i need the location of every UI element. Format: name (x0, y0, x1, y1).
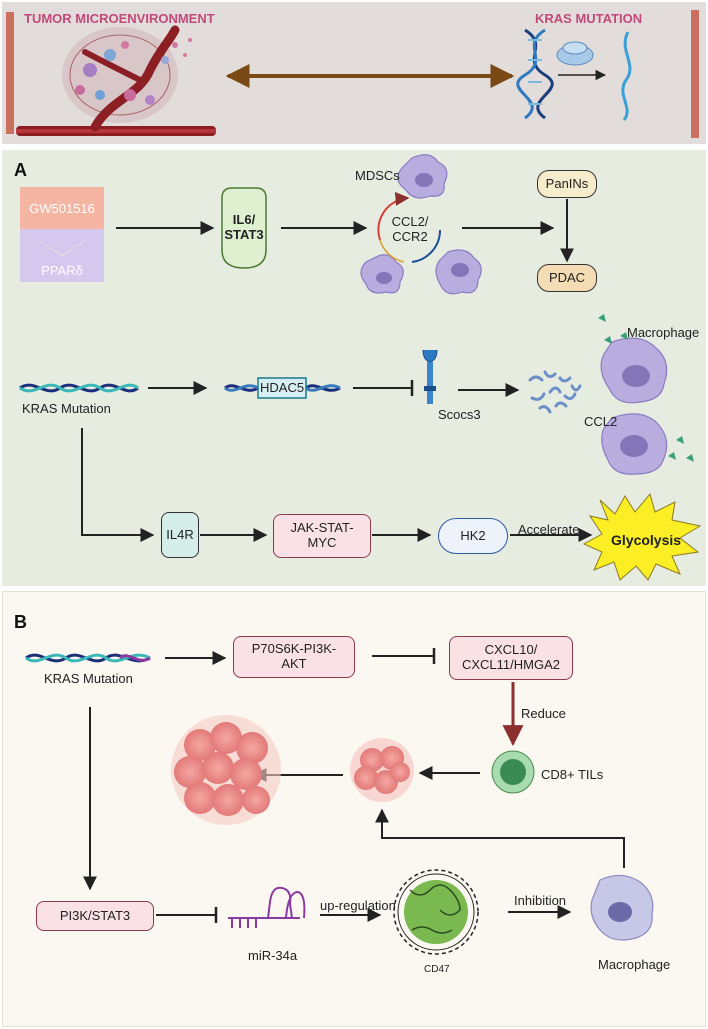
socs3-label: Scocs3 (438, 407, 481, 422)
macrophage-b-cell (590, 874, 654, 941)
kras-mutation-b-label: KRAS Mutation (44, 671, 133, 686)
rna-icon (621, 31, 632, 121)
glycolysis-label: Glycolysis (611, 532, 682, 548)
kras-mutation-title: KRAS MUTATION (535, 11, 643, 26)
jak-stat-myc-box: JAK-STAT- MYC (273, 514, 371, 558)
hk2-box: HK2 (438, 518, 508, 554)
cd8-label: CD8+ TILs (541, 767, 604, 782)
p70s6k-box: P70S6K-PI3K- AKT (233, 636, 355, 678)
hdac5-dna (224, 377, 341, 399)
il6-stat3-label: IL6/ STAT3 (224, 212, 264, 242)
kras-dna-b (25, 653, 151, 663)
mdsc-cell (435, 249, 482, 295)
macrophage-cell (600, 337, 668, 404)
reduce-label: Reduce (521, 706, 566, 721)
gw501516-label: GW501516 (29, 200, 95, 216)
panel-a-letter: A (14, 160, 27, 180)
pdac-box: PDAC (537, 264, 597, 292)
dna-icon (516, 28, 554, 120)
cxcl-box: CXCL10/ CXCL11/HMGA2 (449, 636, 573, 680)
il4r-box: IL4R (161, 512, 199, 558)
upregulation-label: up-regulation (320, 898, 396, 913)
small-tumor (350, 738, 414, 802)
cd47-cell (393, 869, 479, 955)
mdsc-cell (397, 154, 448, 199)
panel-b-letter: B (14, 612, 27, 632)
ribosome-icon (556, 41, 594, 66)
tumor-microenvironment-title: TUMOR MICROENVIRONMENT (24, 11, 215, 26)
macrophage-a-label: Macrophage (627, 325, 700, 340)
glycolysis-burst (582, 492, 702, 581)
hdac5-label: HDAC5 (260, 380, 305, 395)
cycle-arrow-red (377, 191, 410, 241)
cycle-arrow-blue (411, 229, 442, 263)
macrophage-b-label: Macrophage (598, 957, 671, 972)
inhibition-label: Inhibition (514, 893, 567, 908)
mdsc-cell (360, 254, 404, 294)
ppard-label: PPARδ (41, 262, 83, 278)
mdscs-label: MDSCs (355, 168, 400, 183)
large-tumor (171, 715, 281, 825)
pi3k-stat3-box: PI3K/STAT3 (36, 901, 154, 931)
ppard-shape (20, 229, 104, 282)
ccl2-a-label: CCL2 (584, 414, 618, 429)
ccl2-particles (598, 314, 694, 462)
cd47-label: CD47 (424, 964, 450, 975)
mir34a-label: miR-34a (248, 948, 298, 963)
tumor-illustration (16, 25, 216, 136)
macrophage-cell (601, 413, 668, 475)
socs3-receptor (422, 349, 438, 404)
accelerate-label: Accelerate (518, 522, 580, 537)
kras-dna-a (19, 383, 139, 393)
cd8-cell (491, 750, 535, 794)
il6-stat3-shape (221, 187, 267, 269)
panins-box: PanINs (537, 170, 597, 198)
right-bar (691, 10, 699, 138)
left-bar (6, 12, 14, 134)
mirna-icon (228, 886, 306, 928)
kras-mutation-a-label: KRAS Mutation (22, 401, 111, 416)
ccl2-ccr2-label: CCL2/ CCR2 (391, 214, 429, 244)
gw-top-shape (20, 187, 104, 229)
ccl2-fragments (528, 370, 582, 414)
